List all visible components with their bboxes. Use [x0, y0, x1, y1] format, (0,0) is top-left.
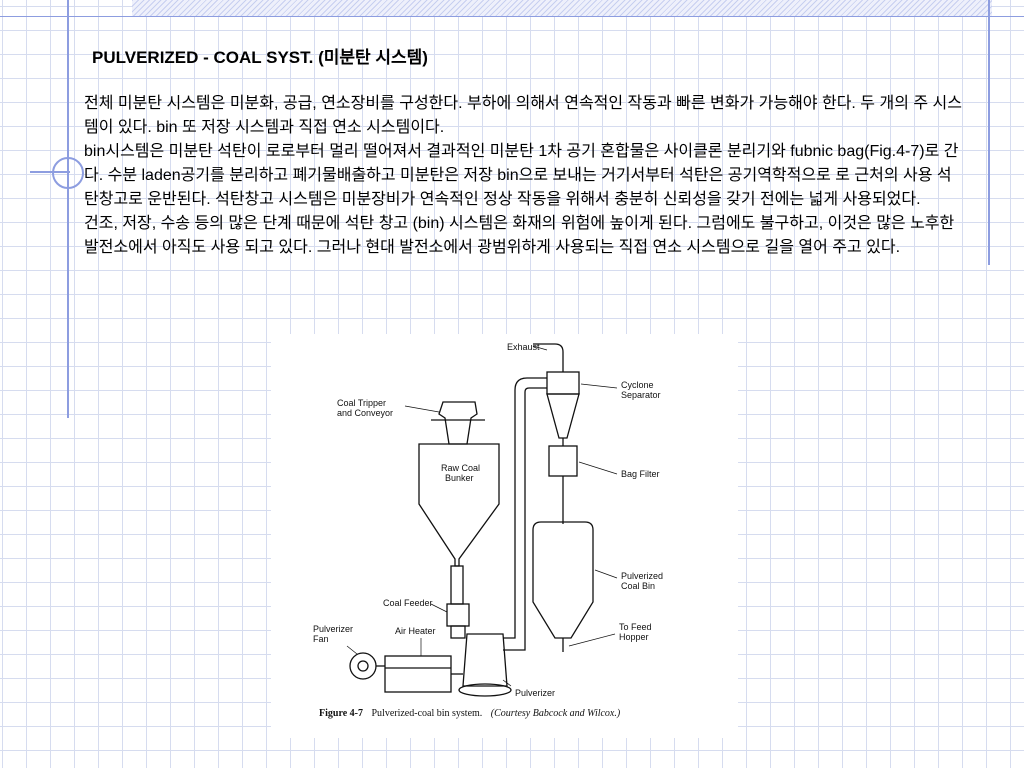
label-hopper-2: Hopper: [619, 632, 649, 642]
bin-leader: [594, 569, 618, 579]
frame-top-line: [0, 16, 1024, 17]
pulverizer-base: [458, 683, 512, 697]
coal-chute: [450, 565, 464, 605]
coal-tripper: [438, 401, 478, 445]
bag-filter-leader: [578, 461, 618, 475]
fan-hub: [357, 660, 369, 672]
label-bunker-2: Bunker: [445, 473, 474, 483]
frame-right-line: [988, 0, 990, 265]
exhaust-leader: [532, 345, 548, 351]
cyclone-top: [546, 371, 580, 395]
slide-body: 전체 미분탄 시스템은 미분화, 공급, 연소장비를 구성한다. 부하에 의해서…: [84, 92, 962, 260]
fan-leader: [346, 645, 358, 655]
cyclone-cone: [546, 393, 580, 439]
riser-pipe-inner: [503, 387, 547, 651]
exhaust-pipe: [533, 343, 564, 353]
label-bunker-1: Raw Coal: [441, 463, 480, 473]
label-feeder: Coal Feeder: [383, 598, 433, 608]
label-hopper-1: To Feed: [619, 622, 652, 632]
label-fan-1: Pulverizer: [313, 624, 353, 634]
feeder-leader: [430, 603, 448, 613]
body-paragraph-2: bin시스템은 미분탄 석탄이 로로부터 멀리 떨어져서 결과적인 미분탄 1차…: [84, 143, 959, 208]
label-bag-filter: Bag Filter: [621, 469, 660, 479]
pulverized-coal-bin: [532, 521, 594, 639]
frame-circle-ornament: [52, 157, 84, 189]
label-cyclone-1: Cyclone: [621, 380, 654, 390]
cyclone-leader: [580, 383, 618, 389]
pulverized-coal-bin-diagram: Exhaust Cyclone Separator Coal Tripper a…: [313, 342, 663, 719]
pulverizer-body: [462, 633, 508, 687]
caption-text: Pulverized-coal bin system.: [371, 708, 482, 719]
label-fan-2: Fan: [313, 634, 329, 644]
label-pbin-2: Coal Bin: [621, 581, 655, 591]
label-pulverizer: Pulverizer: [515, 688, 555, 698]
frame-left-line: [67, 0, 69, 418]
pulverizer-leader: [502, 679, 512, 687]
figure-4-7: Exhaust Cyclone Separator Coal Tripper a…: [271, 334, 738, 738]
pulverizer-fan: [349, 652, 377, 680]
leader-lines: [346, 345, 618, 687]
frame-circle-tick: [30, 171, 70, 173]
label-pbin-1: Pulverized: [621, 571, 663, 581]
feeder-outlet: [450, 625, 466, 639]
diagram-drawing: [349, 343, 594, 697]
caption-number: Figure 4-7: [319, 708, 363, 719]
figure-caption: Figure 4-7 Pulverized-coal bin system. (…: [319, 708, 621, 719]
tripper-leader: [404, 405, 440, 413]
top-right-hatched-band: [132, 0, 992, 16]
label-cyclone-2: Separator: [621, 390, 661, 400]
air-heater: [384, 655, 452, 693]
label-air-heater: Air Heater: [395, 626, 436, 636]
caption-credit: (Courtesy Babcock and Wilcox.): [491, 708, 621, 719]
label-tripper-2: and Conveyor: [337, 408, 393, 418]
bag-filter: [548, 445, 578, 477]
coal-feeder: [446, 603, 470, 627]
body-paragraph-1: 전체 미분탄 시스템은 미분화, 공급, 연소장비를 구성한다. 부하에 의해서…: [84, 95, 962, 136]
label-tripper-1: Coal Tripper: [337, 398, 386, 408]
slide-title: PULVERIZED - COAL SYST. (미분탄 시스템): [92, 48, 428, 67]
body-paragraph-3: 건조, 저장, 수송 등의 많은 단계 때문에 석탄 창고 (bin) 시스템은…: [84, 215, 955, 256]
riser-pipe: [503, 377, 547, 639]
hopper-leader: [568, 633, 616, 647]
label-exhaust: Exhaust: [507, 342, 540, 352]
